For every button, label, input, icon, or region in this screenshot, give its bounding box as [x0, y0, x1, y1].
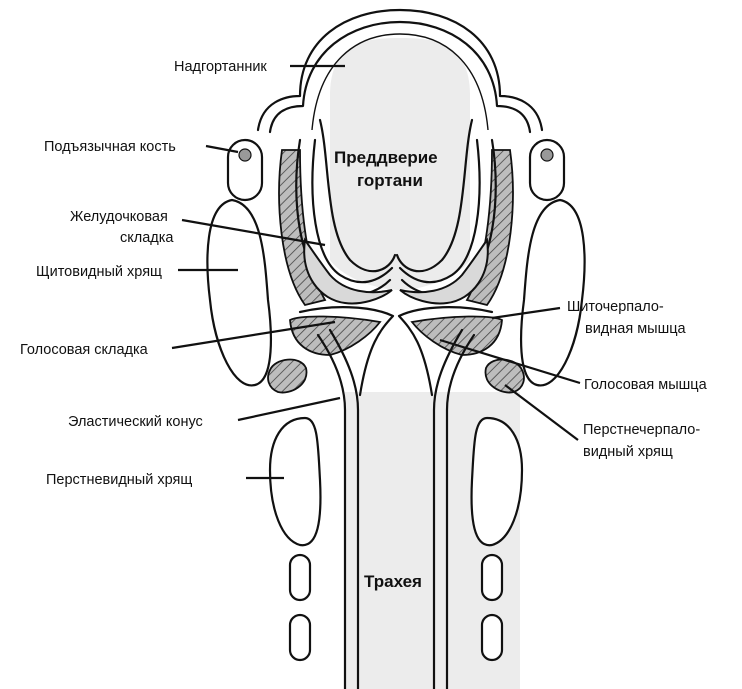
- label-zheludochkovaya-line2: складка: [120, 230, 174, 246]
- label-predverie-line2: гортани: [357, 171, 423, 190]
- thyroid-cartilage-right: [521, 200, 584, 385]
- label-persnecherpal-line2: видный хрящ: [583, 444, 673, 460]
- label-shchitovidny-khryashch: Щитовидный хрящ: [36, 264, 162, 280]
- tracheal-ring: [482, 615, 502, 660]
- tracheal-ring: [290, 615, 310, 660]
- label-persnecherpal-line1: Перстнечерпало-: [583, 422, 700, 438]
- label-nadgortannik: Надгортанник: [174, 59, 267, 75]
- label-shchitocherpal-line2: видная мышца: [585, 321, 687, 337]
- vocalis-muscle-right: [412, 316, 502, 355]
- label-golosovaya-myshtsa: Голосовая мышца: [584, 377, 708, 393]
- label-zheludochkovaya-line1: Желудочковая: [70, 209, 168, 225]
- label-persnevidny-khryashch: Перстневидный хрящ: [46, 472, 192, 488]
- tracheal-ring: [290, 555, 310, 600]
- thyroid-cartilage-left: [207, 200, 270, 385]
- label-elastichesky-konus: Эластический конус: [68, 414, 203, 430]
- tracheal-ring: [482, 555, 502, 600]
- cricoid-cartilage-left: [270, 418, 320, 545]
- arytenoid-left: [268, 360, 306, 393]
- label-shchitocherpal-line1: Шиточерпало-: [567, 299, 664, 315]
- label-trakheya: Трахея: [364, 572, 422, 591]
- leader-elastichesky: [238, 398, 340, 420]
- label-predverie-line1: Преддверие: [334, 148, 438, 167]
- label-podyazychnaya-kost: Подъязычная кость: [44, 139, 176, 155]
- conus-elasticus: [318, 335, 345, 689]
- label-golosovaya-skladka: Голосовая складка: [20, 342, 149, 358]
